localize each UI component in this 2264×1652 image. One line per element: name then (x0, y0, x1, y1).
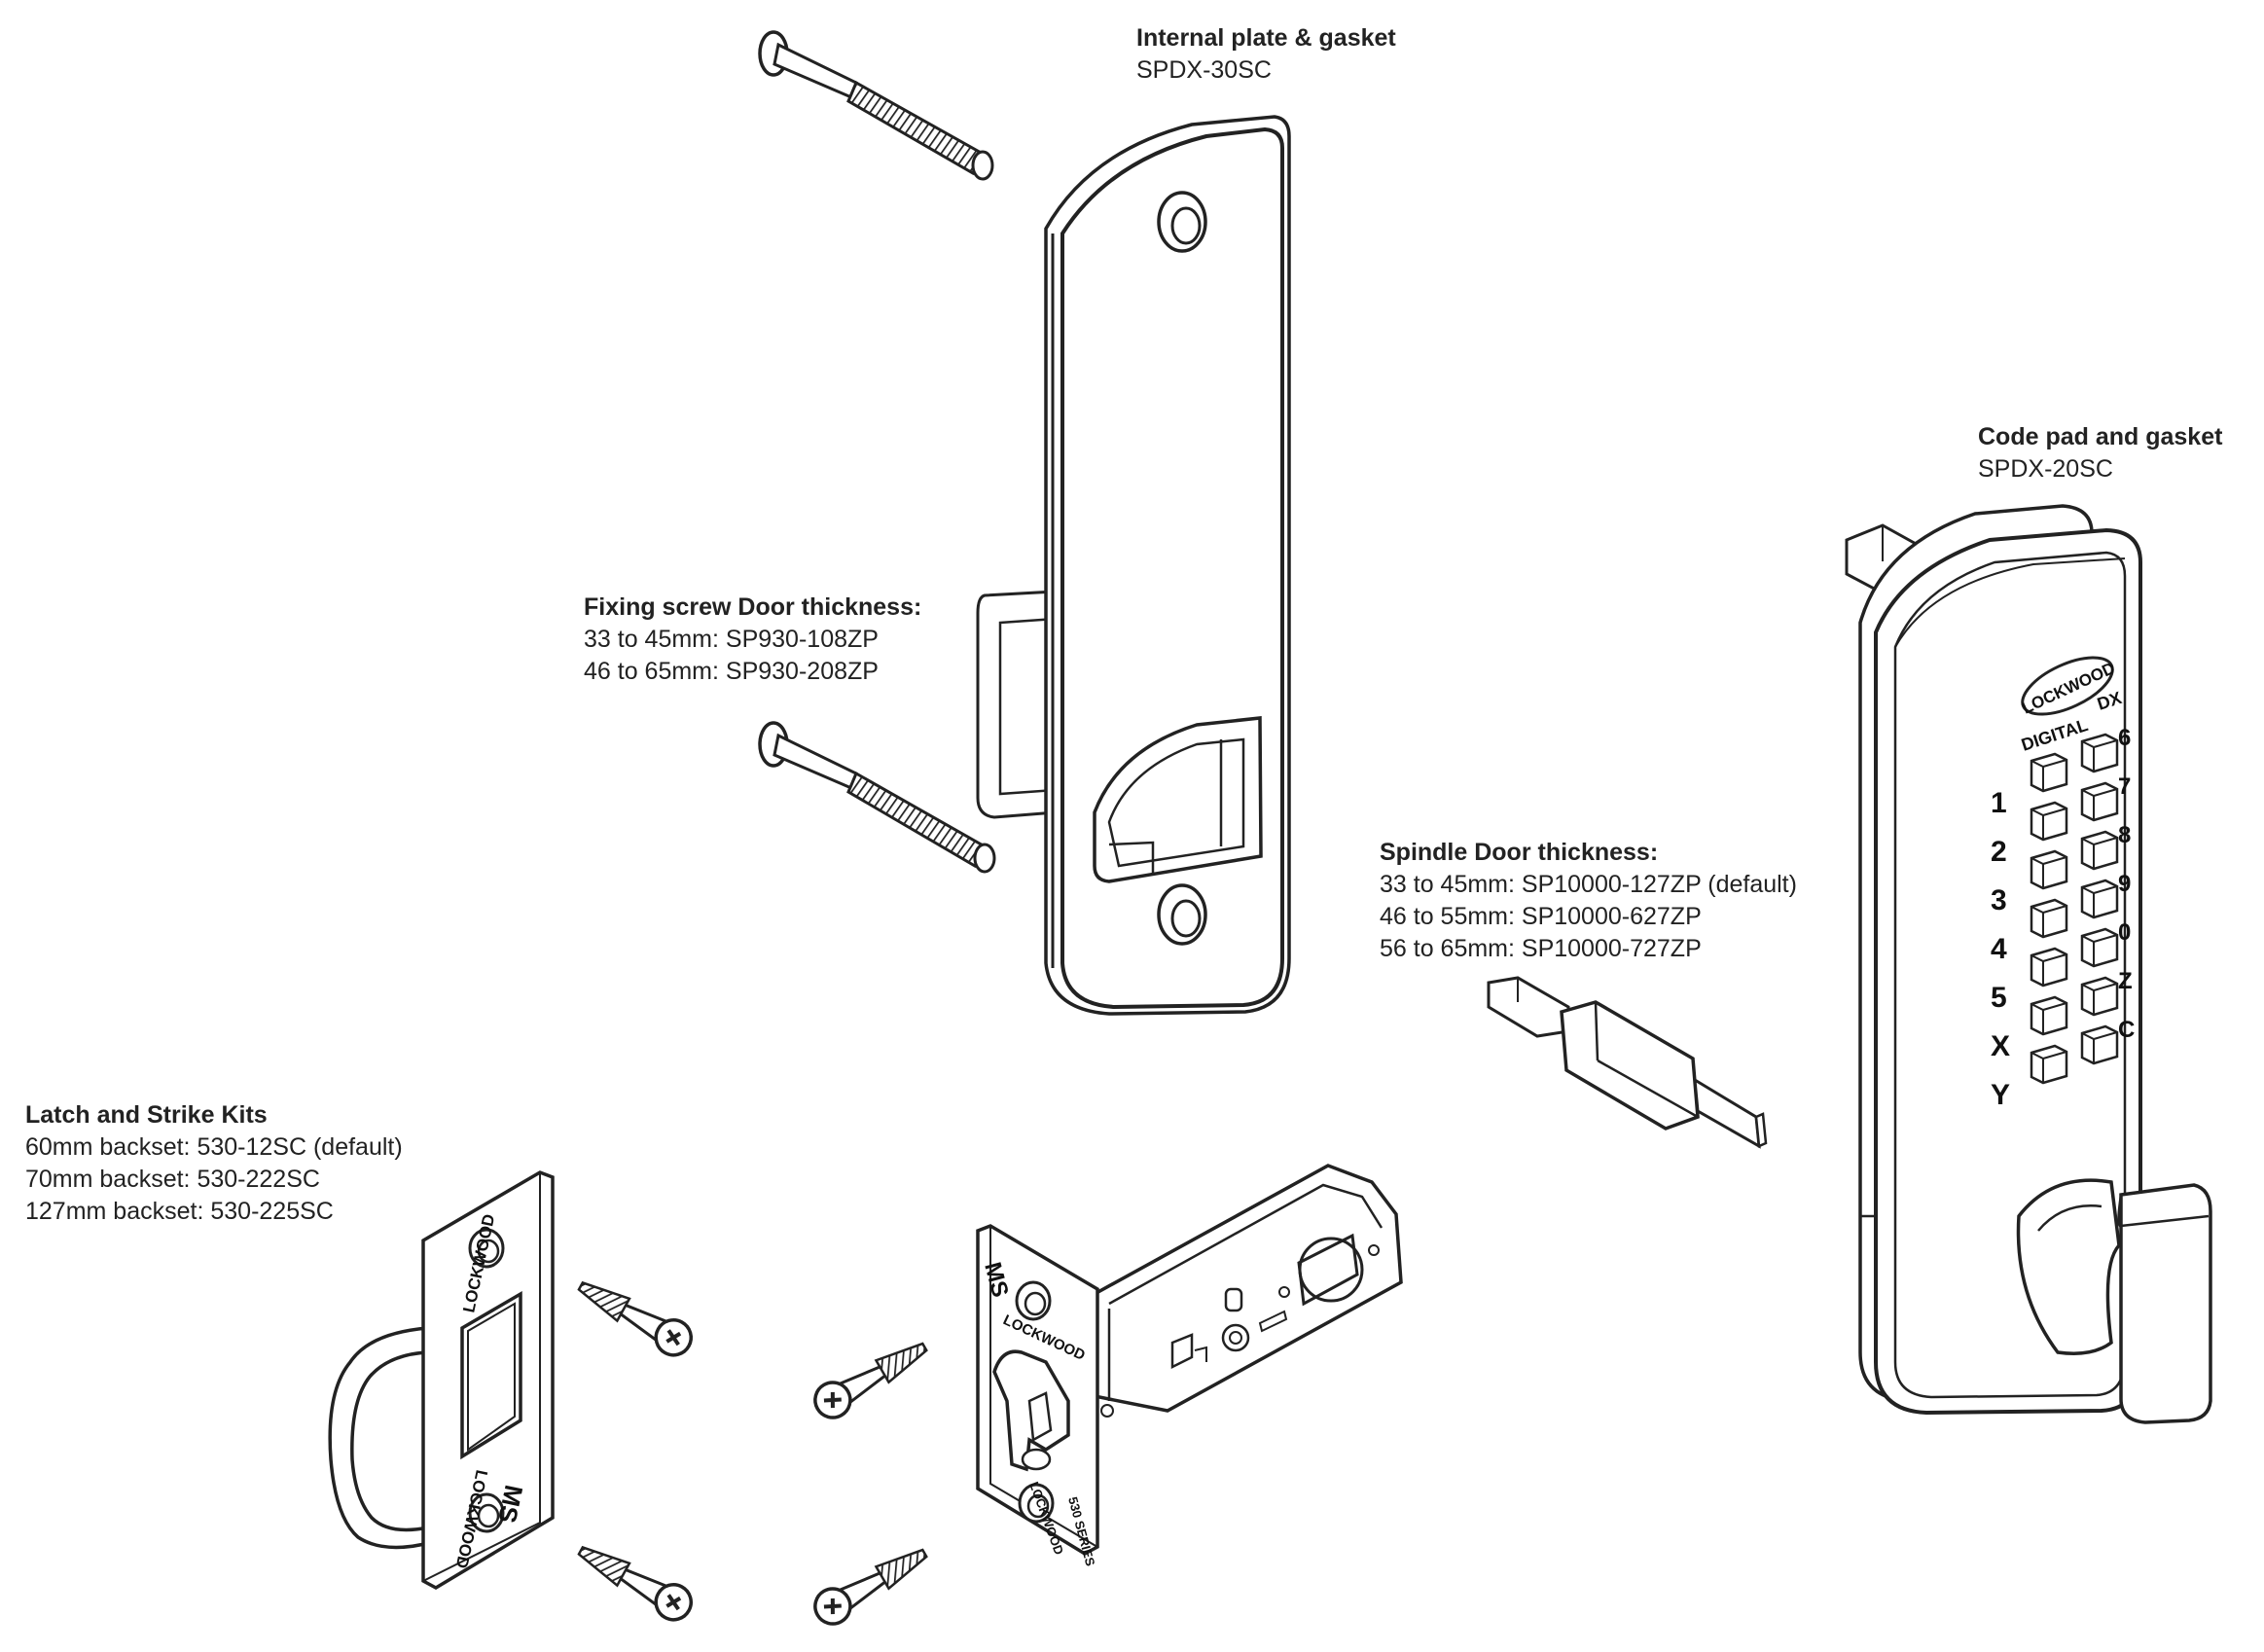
callout-fixing-screw-line-1: 33 to 45mm: SP930-108ZP (584, 626, 879, 653)
callout-code-pad-part: SPDX-20SC (1978, 455, 2113, 483)
callout-spindle-title: Spindle Door thickness: (1380, 839, 1659, 866)
callout-fixing-screw-line-2: 46 to 65mm: SP930-208ZP (584, 658, 879, 685)
keypad-button-5[interactable] (2030, 947, 2068, 988)
keypad-button-6[interactable] (2080, 733, 2119, 773)
key-label-0: 0 (2118, 919, 2131, 946)
key-label-4: 4 (1991, 933, 2007, 965)
key-label-3: 3 (1991, 884, 2007, 916)
right-key-column (2080, 733, 2119, 1065)
callout-latch-strike-title: Latch and Strike Kits (25, 1101, 268, 1129)
left-key-column (2030, 752, 2068, 1085)
key-label-7: 7 (2118, 773, 2131, 800)
callout-internal-plate: Internal plate & gasket SPDX-30SC (1136, 22, 1396, 87)
callout-latch-strike-line-2: 70mm backset: 530-222SC (25, 1166, 320, 1193)
key-label-z: Z (2118, 968, 2133, 994)
key-label-8: 8 (2118, 822, 2131, 848)
keypad-button-x[interactable] (2030, 995, 2068, 1036)
keypad-button-9[interactable] (2080, 879, 2119, 919)
latch-body: MS LOCKWOOD LOCKWOOD 530 SERIES (976, 1164, 1403, 1568)
callout-latch-strike: Latch and Strike Kits 60mm backset: 530-… (25, 1099, 403, 1228)
key-label-c: C (2118, 1017, 2135, 1043)
spindle (1487, 976, 1768, 1149)
keypad-button-8[interactable] (2080, 830, 2119, 871)
callout-code-pad: Code pad and gasket SPDX-20SC (1978, 421, 2222, 485)
callout-spindle-line-2: 46 to 55mm: SP10000-627ZP (1380, 903, 1702, 930)
key-label-2: 2 (1991, 836, 2007, 868)
key-label-1: 1 (1991, 787, 2007, 819)
keypad-button-c[interactable] (2080, 1024, 2119, 1065)
key-label-y: Y (1991, 1079, 2010, 1111)
callout-spindle-line-1: 33 to 45mm: SP10000-127ZP (default) (1380, 871, 1797, 898)
callout-internal-plate-part: SPDX-30SC (1136, 56, 1272, 84)
callout-latch-strike-line-1: 60mm backset: 530-12SC (default) (25, 1133, 403, 1161)
keypad-button-3[interactable] (2030, 849, 2068, 890)
keypad-button-z[interactable] (2080, 976, 2119, 1017)
keypad-button-y[interactable] (2030, 1044, 2068, 1085)
key-label-6: 6 (2118, 725, 2131, 751)
callout-code-pad-title: Code pad and gasket (1978, 423, 2223, 450)
key-label-x: X (1991, 1030, 2010, 1062)
fixing-screw-bottom (758, 721, 996, 874)
callout-spindle-line-3: 56 to 65mm: SP10000-727ZP (1380, 935, 1702, 962)
keypad-button-2[interactable] (2030, 801, 2068, 842)
turn-knob[interactable] (2016, 1178, 2212, 1424)
callout-internal-plate-title: Internal plate & gasket (1136, 24, 1396, 52)
callout-fixing-screw: Fixing screw Door thickness: 33 to 45mm:… (584, 592, 921, 688)
code-pad: LOCKWOOD DIGITAL DX 1 2 3 4 5 X Y (1845, 504, 2212, 1424)
keypad-button-7[interactable] (2080, 781, 2119, 822)
strike-screw-top (570, 1269, 700, 1364)
latch-screw-top (807, 1329, 936, 1426)
callout-latch-strike-line-3: 127mm backset: 530-225SC (25, 1198, 334, 1225)
strike-screw-bottom (570, 1533, 700, 1629)
key-label-5: 5 (1991, 982, 2007, 1014)
keypad-button-1[interactable] (2030, 752, 2068, 793)
callout-spindle: Spindle Door thickness: 33 to 45mm: SP10… (1380, 837, 1797, 965)
fixing-screw-top (758, 30, 994, 181)
strike-plate: LOCKWOOD LOCKWOOD MS (328, 1170, 555, 1591)
keypad-button-0[interactable] (2080, 927, 2119, 968)
latch-screw-bottom (807, 1535, 936, 1633)
key-label-9: 9 (2118, 871, 2131, 897)
callout-fixing-screw-title: Fixing screw Door thickness: (584, 593, 922, 621)
keypad-button-4[interactable] (2030, 898, 2068, 939)
internal-plate (976, 115, 1291, 1016)
